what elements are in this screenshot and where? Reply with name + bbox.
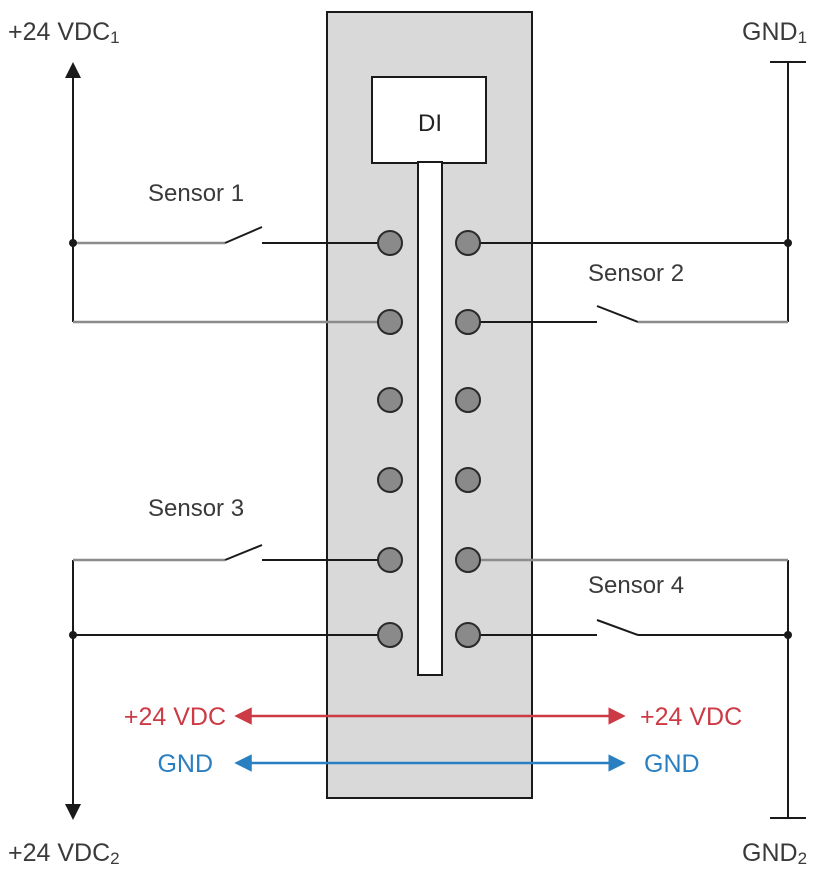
terminal bbox=[455, 309, 481, 335]
gnd2-label-sub: 2 bbox=[798, 849, 807, 868]
sensor1-switch bbox=[224, 226, 263, 244]
terminal bbox=[377, 309, 403, 335]
sensor2-switch bbox=[596, 305, 639, 323]
sensor2-label: Sensor 2 bbox=[588, 260, 684, 287]
sensor4-label: Sensor 4 bbox=[588, 572, 684, 599]
junction-dot bbox=[69, 631, 77, 639]
terminal bbox=[455, 387, 481, 413]
vdc-bus-label-left: +24 VDC bbox=[124, 703, 226, 731]
junction-dot bbox=[784, 631, 792, 639]
terminal bbox=[377, 467, 403, 493]
vdc2-label-sub: 2 bbox=[110, 849, 119, 868]
di-label-box bbox=[371, 76, 487, 164]
gnd-bus-label-right: GND bbox=[644, 750, 700, 778]
vdc2-label: +24 VDC2 bbox=[8, 839, 120, 868]
di-backplane-bar bbox=[417, 161, 443, 676]
terminal bbox=[455, 230, 481, 256]
terminal bbox=[377, 547, 403, 573]
gnd1-label-sub: 1 bbox=[798, 28, 807, 47]
sensor3-label: Sensor 3 bbox=[148, 495, 244, 522]
terminal bbox=[377, 622, 403, 648]
gnd1-label-main: GND bbox=[742, 18, 798, 46]
sensor1-label: Sensor 1 bbox=[148, 180, 244, 207]
vdc1-label: +24 VDC1 bbox=[8, 18, 120, 47]
terminal bbox=[455, 622, 481, 648]
terminal bbox=[377, 230, 403, 256]
vdc-bus-label-right: +24 VDC bbox=[640, 703, 742, 731]
gnd2-label: GND2 bbox=[742, 839, 807, 868]
gnd-bus-label-left: GND bbox=[157, 750, 213, 778]
gnd2-label-main: GND bbox=[742, 839, 798, 867]
terminal bbox=[377, 387, 403, 413]
sensor3-switch bbox=[224, 544, 263, 561]
terminal-block bbox=[377, 230, 481, 648]
gnd1-label: GND1 bbox=[742, 18, 807, 47]
vdc1-label-sub: 1 bbox=[110, 28, 119, 47]
vdc2-label-main: +24 VDC bbox=[8, 839, 110, 867]
di-label: DI bbox=[418, 110, 442, 137]
terminal bbox=[455, 547, 481, 573]
junction-dot bbox=[69, 239, 77, 247]
junction-dot bbox=[784, 239, 792, 247]
terminal bbox=[455, 467, 481, 493]
sensor4-switch bbox=[596, 619, 639, 636]
vdc1-label-main: +24 VDC bbox=[8, 18, 110, 46]
